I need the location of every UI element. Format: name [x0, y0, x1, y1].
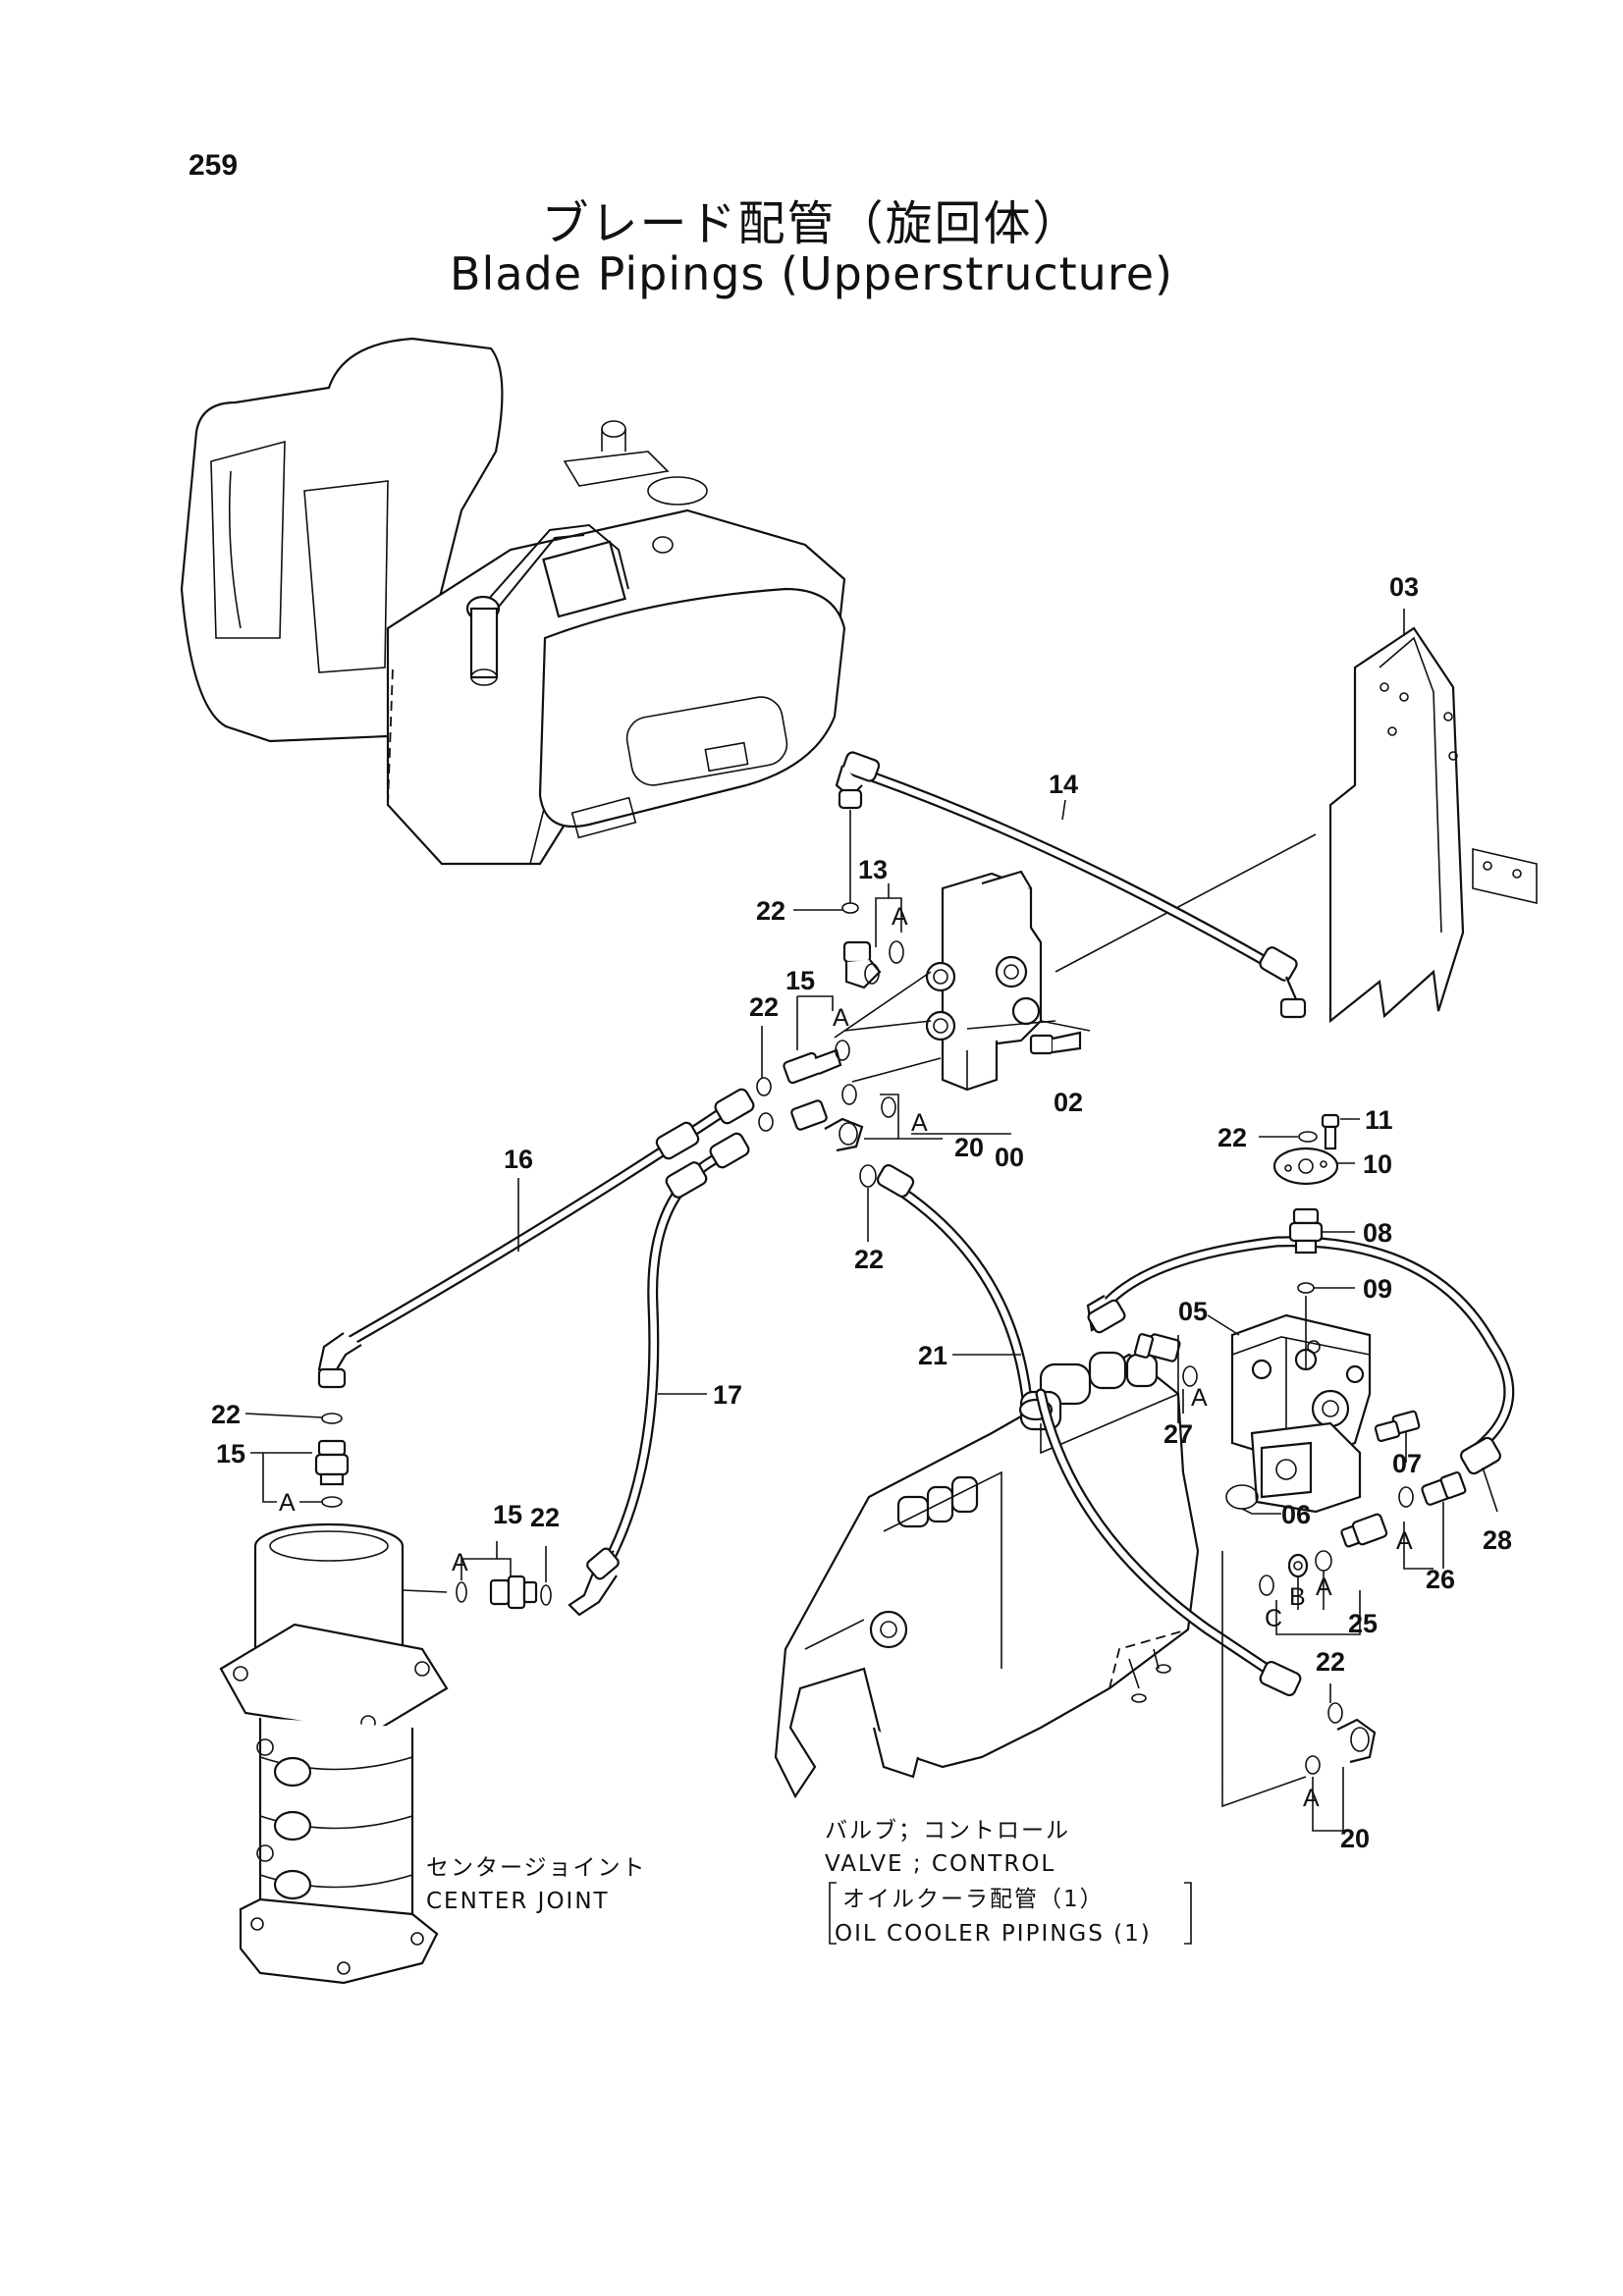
- label-22-c: 22: [854, 1245, 884, 1274]
- label-22-f: 22: [1217, 1123, 1247, 1152]
- label-28: 28: [1483, 1525, 1512, 1555]
- label-25: 25: [1348, 1609, 1378, 1638]
- part-15-straight-fitting-center-joint: [456, 1575, 552, 1610]
- caption-bracket-left: [829, 1882, 837, 1945]
- part-17-hose: [568, 1132, 750, 1617]
- caption-center-joint-en: CENTER JOINT: [426, 1889, 610, 1914]
- label-06: 06: [1281, 1500, 1311, 1529]
- caption-center-joint-ja: センタージョイント: [426, 1855, 647, 1881]
- label-11: 11: [1365, 1105, 1393, 1135]
- letter-A-25: A: [1316, 1574, 1332, 1601]
- part-25-fitting: [1259, 1513, 1388, 1596]
- label-07: 07: [1392, 1449, 1422, 1478]
- label-22-e: 22: [530, 1503, 560, 1532]
- letter-A-left: A: [279, 1489, 296, 1517]
- part-00-valve-block: [925, 870, 1091, 1092]
- label-22-b: 22: [749, 992, 779, 1022]
- letter-A-27: A: [1191, 1384, 1208, 1412]
- page-number: 259: [189, 149, 239, 182]
- part-15-straight-fittings-upper: [756, 1040, 896, 1132]
- part-21-hose: [876, 1164, 1035, 1429]
- label-02: 02: [1054, 1088, 1083, 1117]
- label-22-d: 22: [211, 1400, 241, 1429]
- part-26-fitting: [1398, 1470, 1467, 1508]
- caption-oil-cooler-en: OIL COOLER PIPINGS (1): [835, 1921, 1152, 1947]
- label-15-b: 15: [216, 1439, 245, 1468]
- label-15-a: 15: [785, 966, 815, 995]
- label-22-g: 22: [1316, 1647, 1345, 1677]
- label-13: 13: [858, 855, 888, 884]
- label-09: 09: [1363, 1274, 1392, 1304]
- part-20-elbow-upper: [824, 1117, 877, 1188]
- part-16-hose: [317, 1088, 755, 1389]
- part-15-straight-fitting-left: [314, 1413, 350, 1508]
- label-20-b: 20: [1340, 1824, 1370, 1853]
- page-title-english: Blade Pipings (Upperstructure): [449, 247, 1173, 300]
- label-14: 14: [1049, 770, 1078, 799]
- control-valve-illustration: [774, 1351, 1200, 1799]
- callout-lines: [244, 609, 1498, 1832]
- label-17: 17: [713, 1380, 742, 1410]
- center-joint-illustration: [219, 1522, 449, 1985]
- part-08-fitting: [1288, 1207, 1324, 1255]
- letter-A-26: A: [1396, 1527, 1413, 1555]
- page-title-japanese: ブレード配管（旋回体）: [541, 196, 1082, 251]
- excavator-upperstructure-illustration: [180, 337, 846, 866]
- label-03: 03: [1389, 572, 1419, 602]
- label-00: 00: [995, 1143, 1024, 1172]
- part-11-bolt: [1298, 1113, 1340, 1150]
- letter-A-20: A: [911, 1109, 928, 1137]
- caption-bracket-right: [1184, 1882, 1192, 1945]
- part-20-elbow-lower: [1221, 1551, 1377, 1808]
- label-15-c: 15: [493, 1500, 522, 1529]
- letter-B-25: B: [1289, 1583, 1306, 1611]
- part-06-flange-block: [1225, 1421, 1362, 1514]
- letter-A-15: A: [833, 1004, 849, 1032]
- letter-A-center: A: [452, 1549, 468, 1576]
- label-08: 08: [1363, 1218, 1392, 1248]
- letter-C-25: C: [1265, 1605, 1282, 1632]
- caption-valve-en: VALVE ; CONTROL: [825, 1851, 1055, 1877]
- letter-A-20-lower: A: [1303, 1785, 1320, 1812]
- label-22-a: 22: [756, 896, 785, 926]
- caption-valve-ja: バルブ；コントロール: [825, 1818, 1070, 1843]
- captions: センタージョイント CENTER JOINT バルブ；コントロール VALVE …: [426, 1818, 1192, 1947]
- part-10-flange: [1272, 1147, 1339, 1186]
- part-13-elbow-fitting: [841, 810, 904, 989]
- label-20-a: 20: [954, 1133, 984, 1162]
- label-26: 26: [1426, 1565, 1455, 1594]
- label-21: 21: [918, 1341, 947, 1370]
- part-07-fitting: [1374, 1410, 1421, 1443]
- label-05: 05: [1178, 1297, 1208, 1326]
- part-03-bracket: [1055, 626, 1538, 1024]
- label-16: 16: [504, 1145, 533, 1174]
- oil-cooler-hose-loop: [1035, 1236, 1515, 1697]
- caption-oil-cooler-ja: オイルクーラ配管（1）: [842, 1887, 1105, 1912]
- label-27: 27: [1163, 1419, 1193, 1449]
- part-labels: 03 14 13 A 22 15 A 22 A 20 00 02 22 16 1…: [211, 572, 1512, 1853]
- part-14-hose: [835, 751, 1307, 1019]
- label-10: 10: [1363, 1149, 1392, 1179]
- letter-A-13: A: [892, 903, 908, 931]
- part-02-bolt: [1029, 1031, 1082, 1055]
